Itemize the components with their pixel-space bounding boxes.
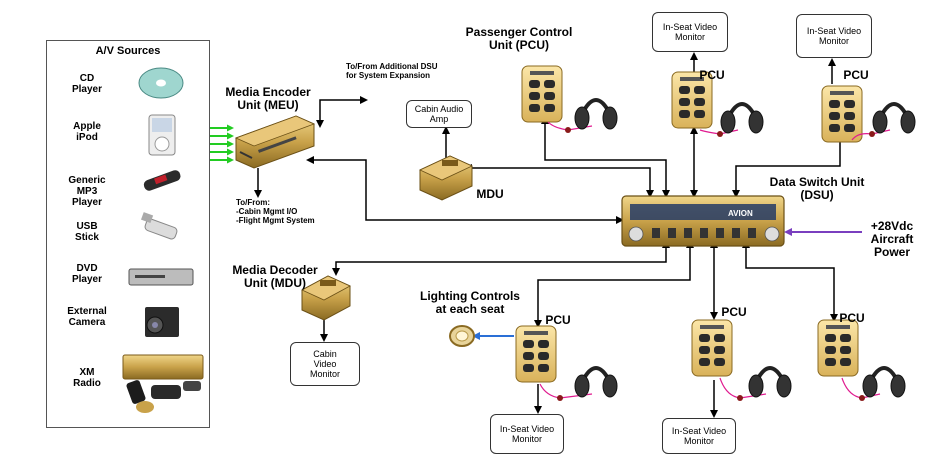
dsu-brand: AVION	[728, 209, 753, 218]
av-sources-title: A/V Sources	[95, 45, 161, 57]
inseat-video-monitor-bottom-1: In-Seat Video Monitor	[490, 414, 564, 454]
meu-expansion-link	[316, 96, 368, 128]
pcu1-dsu-link	[541, 116, 670, 198]
cabin-audio-amp-box: Cabin Audio Amp	[406, 100, 472, 128]
pcu-unit	[515, 325, 557, 383]
dvd-player-icon	[128, 268, 194, 286]
source-label-xm: XM Radio	[73, 367, 101, 389]
source-label-ipod: Apple iPod	[73, 121, 101, 143]
inseat-video-monitor-top-2: In-Seat Video Monitor	[796, 14, 872, 58]
mdu-left-label: Media Decoder Unit (MDU)	[232, 263, 318, 290]
dsu-pcu4-link	[534, 240, 694, 328]
pcu-unit	[521, 65, 563, 123]
mdu-top-device	[419, 155, 473, 201]
source-label-mp3: Generic MP3 Player	[68, 175, 106, 208]
source-label-camera: External Camera	[67, 306, 107, 328]
camera-icon	[145, 307, 179, 337]
pcu3-dsu-link	[732, 130, 844, 198]
lighting-label: Lighting Controls at each seat	[420, 289, 520, 316]
lighting-control-icon	[449, 325, 475, 347]
headset-icon	[851, 102, 916, 141]
source-label-dvd: DVD Player	[71, 263, 103, 285]
dsu-pcu6-link	[742, 240, 838, 322]
source-label-usb: USB Stick	[75, 221, 99, 243]
dsu-label: Data Switch Unit (DSU)	[769, 175, 865, 202]
av-sources-panel: A/V Sources CD Player Apple iPod Generic…	[46, 40, 210, 428]
headset-icon	[719, 366, 792, 401]
headset-icon	[539, 366, 618, 401]
power-label: +28Vdc Aircraft Power	[870, 219, 914, 259]
headset-icon	[841, 366, 906, 401]
pcu-unit	[817, 319, 859, 377]
meu-label: Media Encoder Unit (MEU)	[225, 85, 311, 112]
mdu-top-label: MDU	[476, 187, 504, 201]
expansion-label: To/From Additional DSU for System Expans…	[346, 62, 438, 80]
pcu-label-2: PCU	[699, 68, 725, 82]
pcu-label-4: PCU	[545, 313, 571, 327]
pcu-label-3: PCU	[843, 68, 869, 82]
pcu-unit	[821, 85, 863, 143]
meu-device	[234, 115, 316, 169]
xm-radio-icon	[122, 354, 204, 413]
source-label-cd: CD Player	[71, 73, 103, 95]
headset-icon	[699, 102, 764, 137]
pcu-main-label: Passenger Control Unit (PCU)	[465, 25, 573, 52]
headset-icon	[547, 98, 618, 133]
mdu-left-device	[301, 275, 351, 321]
ipod-icon	[148, 114, 176, 156]
pcu-unit	[671, 71, 713, 129]
source-icons	[122, 67, 204, 413]
inseat-video-monitor-bottom-2: In-Seat Video Monitor	[662, 418, 736, 454]
dsu-mdu-link	[332, 240, 670, 276]
pcu-label-6: PCU	[839, 311, 865, 325]
pcu-label-5: PCU	[721, 305, 747, 319]
meu-io-label: To/From: -Cabin Mgmt I/O -Flight Mgmt Sy…	[236, 198, 315, 225]
pcu-unit	[691, 319, 733, 377]
cd-player-icon	[138, 67, 184, 99]
usb-stick-icon	[141, 212, 178, 240]
dsu-device: AVION	[621, 195, 785, 247]
connection-lines	[254, 52, 844, 418]
meu-dsu-link	[306, 156, 624, 224]
cabin-video-monitor-box: Cabin Video Monitor	[290, 342, 360, 386]
mp3-player-icon	[143, 170, 181, 191]
inseat-video-monitor-top-1: In-Seat Video Monitor	[652, 12, 728, 52]
